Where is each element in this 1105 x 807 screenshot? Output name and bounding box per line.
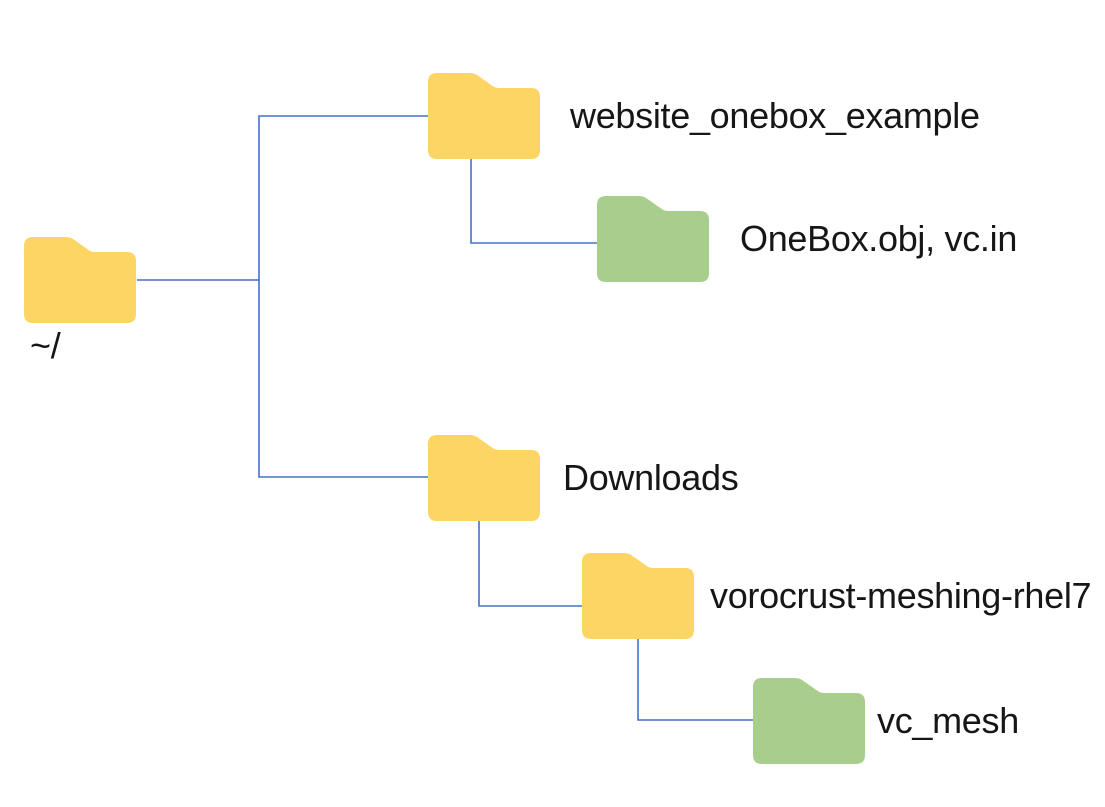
edge-website-to-onebox-files xyxy=(470,157,597,244)
edge-downloads-to-vorocrust xyxy=(478,519,582,607)
tree-node-onebox-files: OneBox.obj, vc.in xyxy=(597,196,1017,282)
folder-label: website_onebox_example xyxy=(570,95,980,137)
folder-label: ~/ xyxy=(30,325,61,366)
folder-icon xyxy=(428,435,540,521)
folder-label: Downloads xyxy=(563,457,739,499)
tree-node-downloads: Downloads xyxy=(428,435,739,521)
folder-icon xyxy=(428,73,540,159)
tree-node-website-onebox-example: website_onebox_example xyxy=(428,73,980,159)
edge-trunk-with-branches xyxy=(258,115,428,478)
tree-node-vc-mesh: vc_mesh xyxy=(753,678,1019,764)
folder-label: OneBox.obj, vc.in xyxy=(740,218,1018,260)
folder-label: vc_mesh xyxy=(877,700,1019,742)
folder-icon xyxy=(582,553,694,639)
folder-label: vorocrust-meshing-rhel7 xyxy=(710,575,1092,617)
tree-node-root: ~/ xyxy=(24,237,136,366)
folder-icon xyxy=(753,678,865,764)
tree-node-vorocrust-meshing-rhel7: vorocrust-meshing-rhel7 xyxy=(582,553,1092,639)
edge-vorocrust-to-vcmesh xyxy=(637,637,753,721)
folder-icon xyxy=(597,196,709,282)
folder-icon xyxy=(24,237,136,323)
